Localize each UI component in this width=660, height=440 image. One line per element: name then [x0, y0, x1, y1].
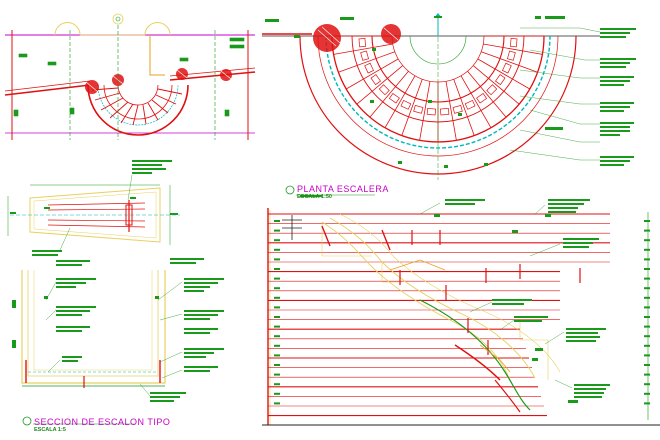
plan-title: PLANTA ESCALERA — [297, 184, 389, 194]
top-right-semicircle-plan — [262, 13, 636, 180]
step-section-detail — [12, 258, 224, 426]
top-left-plan — [4, 13, 256, 140]
tread-detail-plan — [7, 160, 180, 256]
plan-scale: ESCALA 1:50 — [297, 194, 332, 200]
stair-plan-main — [262, 185, 660, 426]
section-title: SECCION DE ESCALON TIPO — [34, 417, 171, 427]
section-scale: ESCALA 1:5 — [34, 427, 66, 433]
